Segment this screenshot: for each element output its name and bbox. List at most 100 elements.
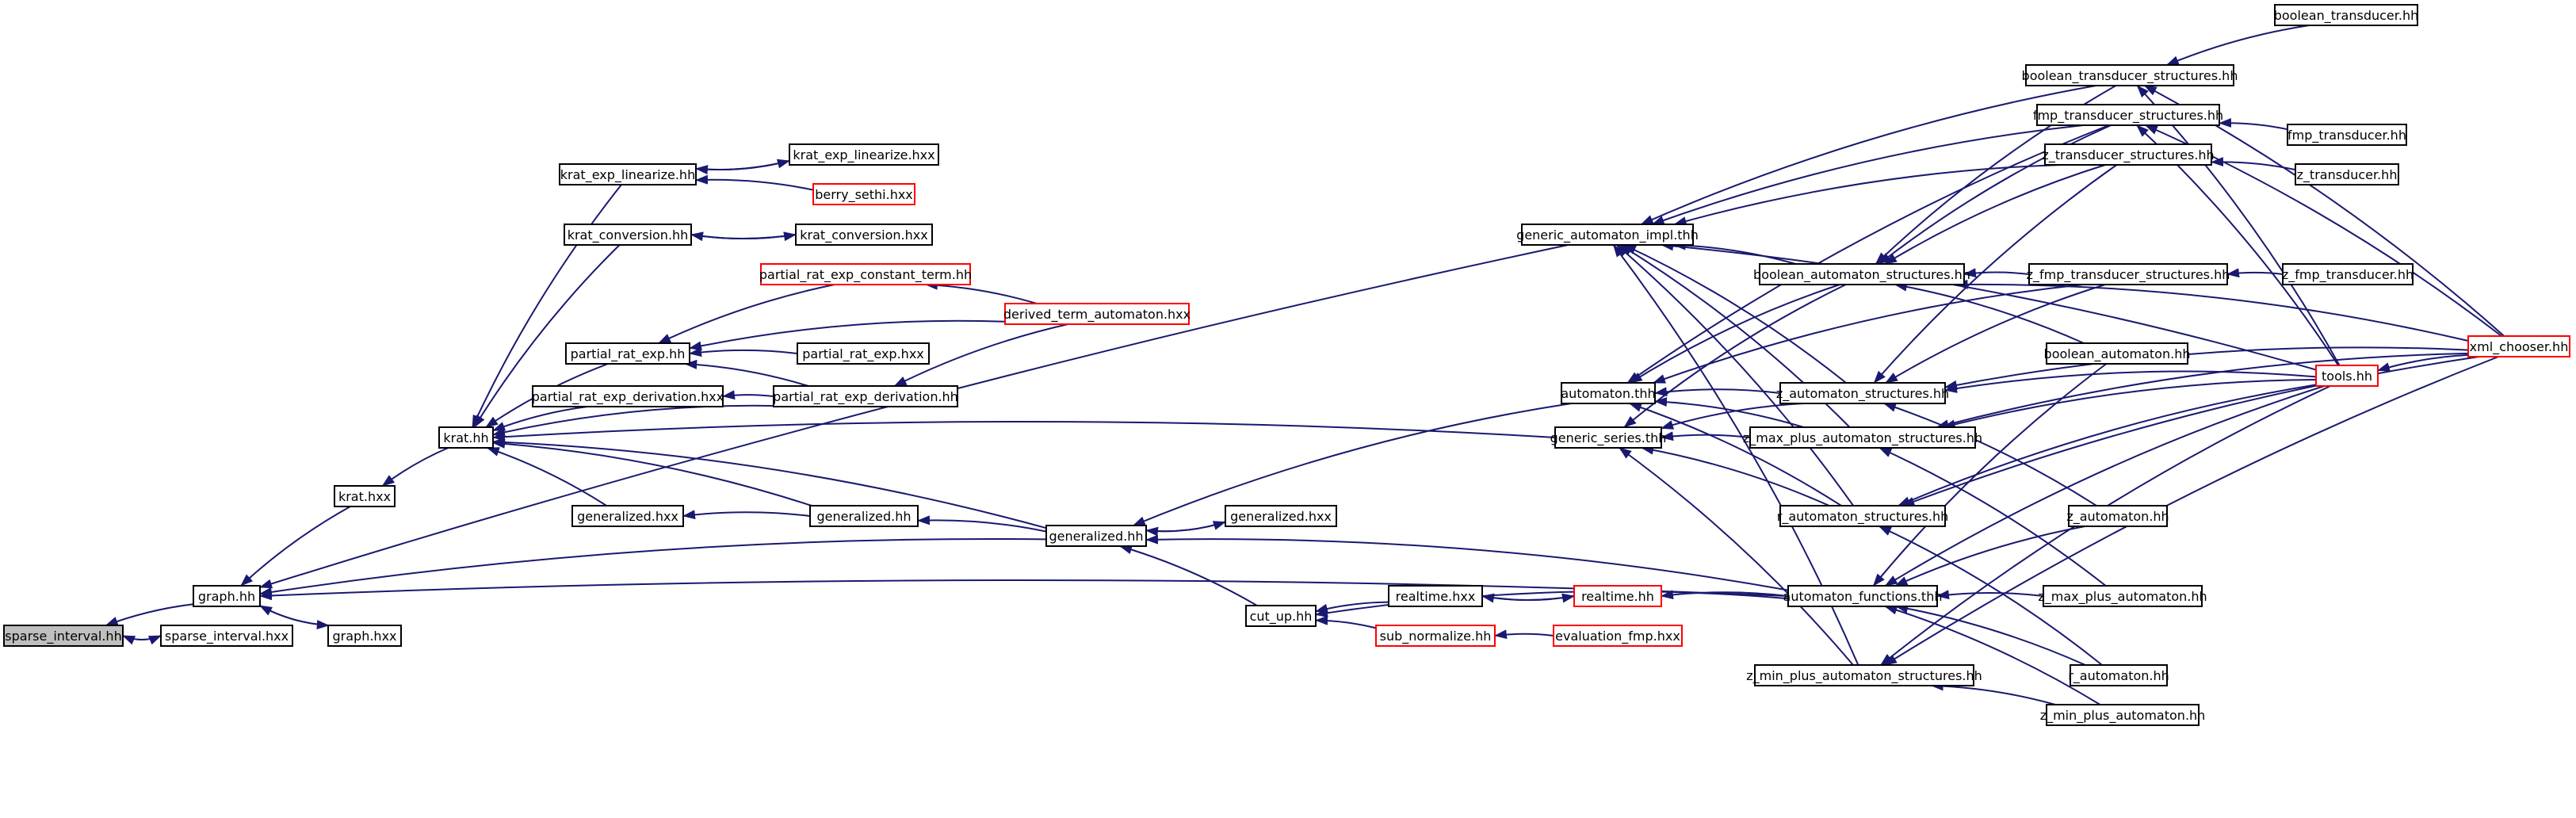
fmp-transducer-hh-label: fmp_transducer.hh [2287, 128, 2406, 143]
z-fmp-transducer-hh-node[interactable]: z_fmp_transducer.hh [2282, 263, 2414, 285]
dependency-edge [1481, 593, 1575, 603]
dependency-edge [684, 359, 809, 387]
dependency-edge [492, 437, 1047, 529]
evaluation-fmp-hxx-node[interactable]: evaluation_fmp.hxx [1553, 625, 1683, 647]
z-automaton-hh-node[interactable]: z_automaton.hh [2066, 505, 2169, 527]
sparse-interval-hh-node[interactable]: sparse_interval.hh [3, 625, 124, 647]
tools-hh-node[interactable]: tools.hh [2315, 365, 2379, 387]
dependency-edge [1894, 281, 2085, 344]
krat-conversion-hh-node[interactable]: krat_conversion.hh [564, 224, 692, 246]
sub-normalize-hh-label: sub_normalize.hh [1380, 629, 1492, 644]
krat-conversion-hxx-node[interactable]: krat_conversion.hxx [795, 224, 933, 246]
dependency-edge [1878, 526, 2103, 666]
z-automaton-structures-hh-label: z_automaton_structures.hh [1776, 386, 1949, 402]
dependency-edge [1654, 397, 1804, 428]
dependency-edge [105, 603, 194, 626]
dependency-edge [1629, 284, 1840, 384]
sparse-interval-hxx-label: sparse_interval.hxx [165, 629, 289, 644]
z-transducer-hh-node[interactable]: z_transducer.hh [2295, 163, 2399, 185]
z-fmp-transducer-structures-hh-label: z_fmp_transducer_structures.hh [2027, 267, 2230, 283]
berry-sethi-hxx-node[interactable]: berry_sethi.hxx [812, 183, 915, 205]
boolean-transducer-hh-node[interactable]: boolean_transducer.hh [2274, 4, 2419, 26]
fmp-transducer-hh-node[interactable]: fmp_transducer.hh [2287, 124, 2407, 146]
dependency-edge [1619, 447, 1854, 666]
generic-automaton-impl-thh-node[interactable]: generic_automaton_impl.thh [1516, 224, 1699, 246]
z-automaton-structures-hh-node[interactable]: z_automaton_structures.hh [1776, 382, 1949, 404]
dependency-edge [1119, 545, 1258, 606]
z-automaton-hh-label: z_automaton.hh [2066, 509, 2169, 525]
z-transducer-structures-hh-label: z_transducer_structures.hh [2042, 147, 2214, 163]
generalized-hh-node[interactable]: generalized.hh [1045, 525, 1147, 547]
partial-rat-exp-hh-node[interactable]: partial_rat_exp.hh [565, 342, 690, 365]
realtime-hxx-node[interactable]: realtime.hxx [1388, 585, 1483, 607]
boolean-automaton-hh-label: boolean_automaton.hh [2044, 346, 2191, 362]
boolean-transducer-hh-label: boolean_transducer.hh [2274, 8, 2419, 24]
dependency-edge [1872, 363, 2107, 587]
dependency-edge [1145, 534, 1789, 591]
dependency-edge [1944, 346, 2469, 390]
generalized-hxx-label: generalized.hxx [577, 509, 678, 524]
dependency-edge [1616, 244, 1855, 506]
boolean-automaton-structures-hh-node[interactable]: boolean_automaton_structures.hh [1753, 263, 1970, 285]
krat-exp-linearize-hh-label: krat_exp_linearize.hh [560, 167, 695, 183]
z-min-plus-automaton-structures-hh-node[interactable]: z_min_plus_automaton_structures.hh [1746, 664, 1982, 686]
generic-series-thh-node[interactable]: generic_series.thh [1550, 426, 1667, 449]
automaton-thh-node[interactable]: automaton.thh [1561, 382, 1656, 404]
krat-exp-linearize-hxx-label: krat_exp_linearize.hxx [793, 147, 934, 163]
r-automaton-hh-node[interactable]: r_automaton.hh [2068, 664, 2169, 686]
derived-term-automaton-hxx-node[interactable]: derived_term_automaton.hxx [1003, 303, 1191, 325]
dependency-edge [1894, 526, 2085, 587]
partial-rat-exp-hxx-node[interactable]: partial_rat_exp.hxx [797, 342, 930, 365]
boolean-transducer-structures-hh-node[interactable]: boolean_transducer_structures.hh [2022, 64, 2238, 86]
xml-chooser-hh-node[interactable]: xml_chooser.hh [2467, 335, 2570, 357]
tools-hh-label: tools.hh [2322, 369, 2372, 384]
krat-hxx-node[interactable]: krat.hxx [334, 485, 396, 507]
xml-chooser-hh-label: xml_chooser.hh [2470, 339, 2569, 355]
dependency-edge [1883, 403, 2097, 506]
boolean-transducer-structures-hh-label: boolean_transducer_structures.hh [2022, 68, 2238, 84]
derived-term-automaton-hxx-label: derived_term_automaton.hxx [1003, 307, 1191, 323]
sub-normalize-hh-node[interactable]: sub_normalize.hh [1375, 625, 1496, 647]
dependency-edge [1494, 629, 1554, 640]
generalized-hxx-node[interactable]: generalized.hxx [1225, 505, 1337, 527]
generalized-hh-node[interactable]: generalized.hh [809, 505, 919, 527]
dependency-edge [122, 635, 162, 645]
z-min-plus-automaton-hh-node[interactable]: z_min_plus_automaton.hh [2040, 704, 2206, 726]
dependency-edge [1878, 447, 2107, 587]
partial-rat-exp-derivation-hh-label: partial_rat_exp_derivation.hh [773, 389, 958, 405]
sparse-interval-hxx-node[interactable]: sparse_interval.hxx [160, 625, 293, 647]
dependency-edge [1651, 124, 2084, 225]
partial-rat-exp-hxx-label: partial_rat_exp.hxx [802, 346, 924, 362]
z-max-plus-automaton-structures-hh-node[interactable]: z_max_plus_automaton_structures.hh [1743, 426, 1982, 449]
dependency-edge [2219, 117, 2288, 131]
dependency-edge [492, 421, 1556, 442]
partial-rat-exp-derivation-hxx-node[interactable]: partial_rat_exp_derivation.hxx [532, 385, 724, 407]
boolean-automaton-structures-hh-label: boolean_automaton_structures.hh [1753, 267, 1970, 283]
z-fmp-transducer-structures-hh-node[interactable]: z_fmp_transducer_structures.hh [2027, 263, 2230, 285]
fmp-transducer-structures-hh-node[interactable]: fmp_transducer_structures.hh [2033, 104, 2223, 126]
dependency-edge [1661, 403, 1804, 430]
generalized-hxx-node[interactable]: generalized.hxx [571, 505, 684, 527]
krat-hh-node[interactable]: krat.hh [438, 426, 494, 449]
cut-up-hh-node[interactable]: cut_up.hh [1245, 605, 1317, 627]
dependency-edge [1641, 445, 1830, 506]
realtime-hh-node[interactable]: realtime.hh [1573, 585, 1662, 607]
automaton-functions-thh-node[interactable]: automaton_functions.thh [1783, 585, 1943, 607]
r-automaton-structures-hh-node[interactable]: r_automaton_structures.hh [1777, 505, 1949, 527]
krat-exp-linearize-hh-node[interactable]: krat_exp_linearize.hh [559, 163, 697, 185]
krat-exp-linearize-hxx-node[interactable]: krat_exp_linearize.hxx [789, 143, 939, 166]
z-transducer-structures-hh-node[interactable]: z_transducer_structures.hh [2042, 143, 2215, 166]
graph-hh-node[interactable]: graph.hh [193, 585, 261, 607]
graph-hxx-node[interactable]: graph.hxx [327, 625, 402, 647]
partial-rat-exp-constant-term-hh-node[interactable]: partial_rat_exp_constant_term.hh [759, 263, 972, 285]
r-automaton-hh-label: r_automaton.hh [2068, 668, 2169, 684]
dependency-edge [381, 447, 449, 487]
r-automaton-structures-hh-label: r_automaton_structures.hh [1777, 509, 1949, 525]
cut-up-hh-label: cut_up.hh [1250, 609, 1313, 625]
dependency-edge [689, 347, 798, 357]
boolean-automaton-hh-node[interactable]: boolean_automaton.hh [2044, 342, 2191, 365]
automaton-thh-label: automaton.thh [1561, 386, 1655, 401]
partial-rat-exp-derivation-hh-node[interactable]: partial_rat_exp_derivation.hh [773, 385, 958, 407]
z-max-plus-automaton-hh-node[interactable]: z_max_plus_automaton.hh [2038, 585, 2207, 607]
